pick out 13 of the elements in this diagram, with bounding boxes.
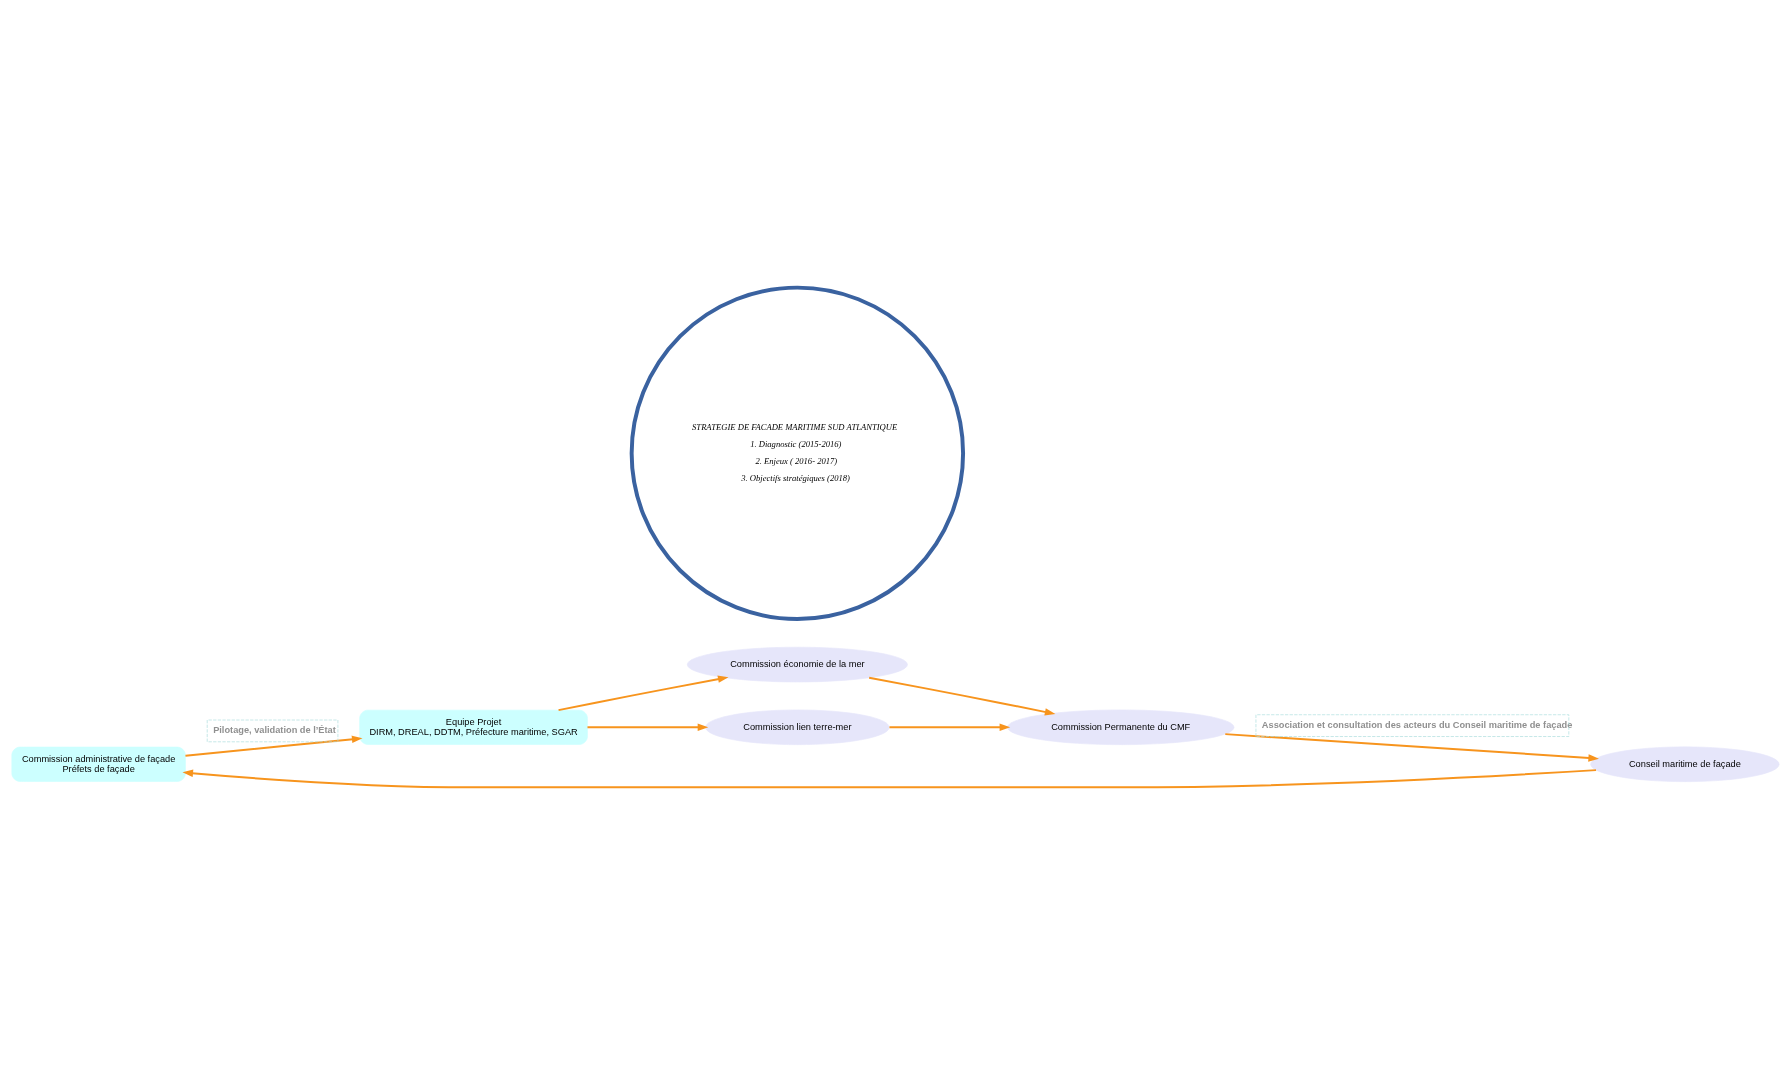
- node-ellipse: Commission lien terre-mer: [705, 709, 890, 745]
- edge-label: Association et consultation des acteurs du Conseil maritime de façade: [1261, 719, 1573, 730]
- node-circle: STRATEGIE DE FACADE MARITIME SUD ATLANTIQUE 1. Diagnostic (2015-2016) 2. Enjeux ( 2016- 2017) 3. Objectifs stratégiques (2018): [629, 285, 966, 621]
- arrow: [1224, 732, 1599, 762]
- node-box: Commission administrative de façade Préfets de façade: [11, 746, 186, 782]
- arrow: [182, 768, 1598, 788]
- arrow: [586, 723, 709, 731]
- arrow: [868, 676, 1056, 716]
- node-box: Equipe Projet DIRM, DREAL, DDTM, Préfecture maritime, SGAR: [359, 709, 588, 745]
- arrow: [184, 735, 363, 757]
- arrow: [888, 723, 1011, 731]
- arrow: [557, 675, 729, 711]
- edge-label: Pilotage, validation de l’État: [213, 724, 336, 735]
